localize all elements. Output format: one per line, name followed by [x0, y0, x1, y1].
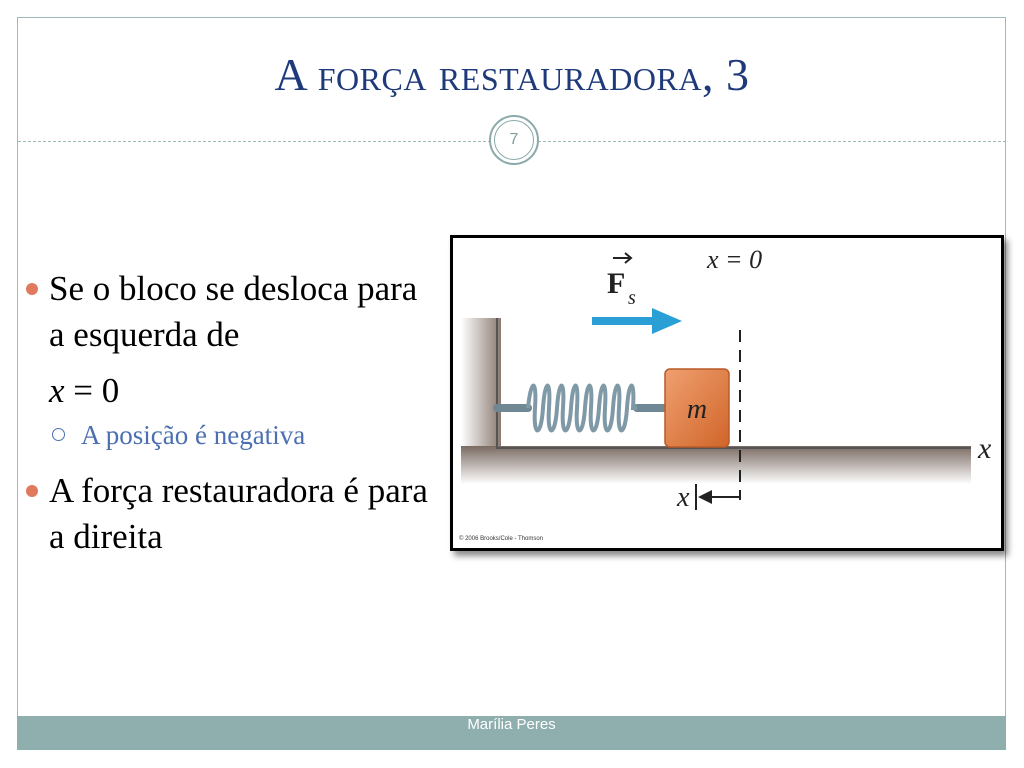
bullet-text: A força restauradora é para a direita — [49, 471, 428, 556]
page-number-badge: 7 — [489, 115, 539, 165]
mass-label: m — [687, 394, 707, 425]
force-subscript: s — [628, 287, 636, 309]
surface-edge — [496, 318, 971, 449]
hollow-circle-bullet-icon — [52, 428, 65, 441]
force-arrow-icon — [592, 308, 682, 334]
bullet-math-line: x = 0 — [24, 368, 434, 414]
footer-author: Marília Peres — [467, 716, 556, 733]
mass-block — [664, 368, 730, 448]
figure-copyright: © 2006 Brooks/Cole - Thomson — [459, 535, 543, 542]
displacement-label: x — [676, 482, 690, 513]
force-label: F — [607, 267, 625, 300]
slide-title: A força restauradora, 3 — [274, 49, 750, 100]
wall — [461, 318, 501, 446]
spring — [493, 383, 669, 433]
footer-bar: Marília Peres — [17, 716, 1006, 750]
bullet-dot-icon — [26, 485, 38, 497]
bullet-list: Se o bloco se desloca para a esquerda de… — [24, 266, 434, 560]
figure-drawing: m F s x = 0 x x © 2006 Brooks/Cole - Tho… — [459, 245, 992, 542]
floor — [461, 446, 971, 484]
bullet-text: Se o bloco se desloca para a esquerda de — [49, 269, 418, 354]
vector-arrow-icon — [613, 252, 633, 264]
math-variable: x — [49, 371, 65, 410]
math-rest: = 0 — [64, 371, 120, 410]
bullet-item: Se o bloco se desloca para a esquerda de — [24, 266, 434, 358]
axis-label: x — [977, 432, 992, 465]
bullet-dot-icon — [26, 283, 38, 295]
bullet-item: A força restauradora é para a direita — [24, 468, 434, 560]
spring-block-figure: m F s x = 0 x x © 2006 Brooks/Cole - Tho… — [450, 235, 1004, 551]
displacement-arrow-icon — [698, 490, 740, 504]
sub-bullet-text: A posição é negativa — [81, 420, 306, 450]
page-number: 7 — [494, 120, 534, 160]
origin-label: x = 0 — [706, 245, 762, 274]
sub-bullet-item: A posição é negativa — [24, 418, 434, 452]
